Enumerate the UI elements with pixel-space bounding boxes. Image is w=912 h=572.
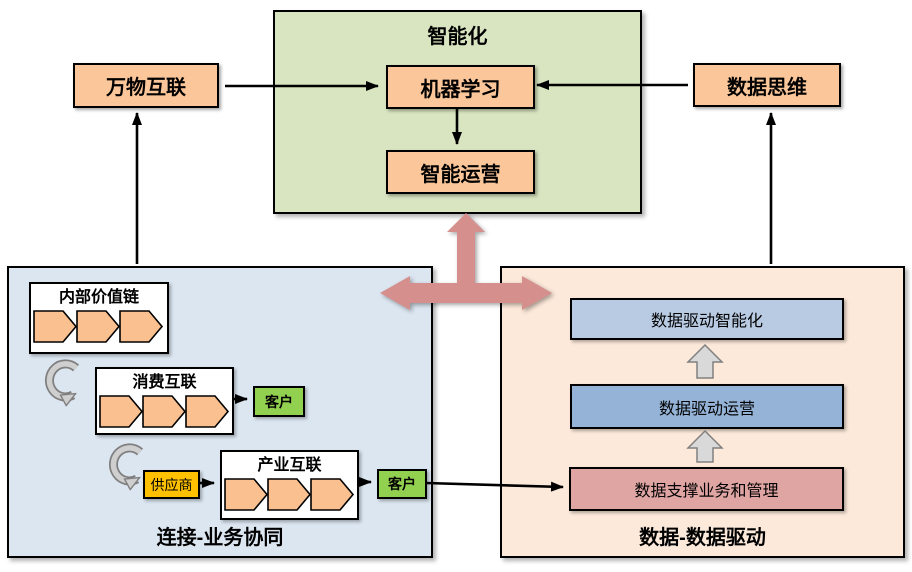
internal-value-chain-box: 内部价值链 xyxy=(29,282,169,354)
intelligence-title: 智能化 xyxy=(427,26,488,48)
internal-value-chain-title: 内部价值链 xyxy=(58,289,139,306)
connection-panel-label: 连接-业务协同 xyxy=(156,527,284,549)
industrial-internet-title: 产业互联 xyxy=(257,457,322,474)
supplier-box: 供应商 xyxy=(143,470,200,499)
data-thinking-box: 数据思维 xyxy=(693,63,841,107)
consumer-internet-box: 消费互联 xyxy=(95,367,234,435)
customer-box-industrial: 客户 xyxy=(377,469,427,499)
smart-operations-box: 智能运营 xyxy=(386,150,535,194)
process-chevrons-icon xyxy=(33,310,164,343)
data-supports-business-box: 数据支撑业务和管理 xyxy=(569,467,844,511)
industrial-internet-box: 产业互联 xyxy=(220,450,359,520)
data-panel-label: 数据-数据驱动 xyxy=(639,527,766,549)
process-chevrons-icon xyxy=(98,395,229,428)
panel-data: 数据驱动智能化 数据驱动运营 数据支撑业务和管理 数据-数据驱动 xyxy=(500,266,905,558)
customer-box-consumer: 客户 xyxy=(253,386,305,417)
machine-learning-box: 机器学习 xyxy=(386,65,535,109)
data-driven-intelligence-box: 数据驱动智能化 xyxy=(570,298,844,340)
panel-intelligence: 智能化 机器学习 智能运营 xyxy=(273,10,642,214)
data-driven-operations-box: 数据驱动运营 xyxy=(570,384,844,429)
iot-box: 万物互联 xyxy=(73,63,219,108)
process-chevrons-icon xyxy=(223,478,354,511)
consumer-internet-title: 消费互联 xyxy=(132,374,197,391)
panel-connection: 内部价值链 消费互联 客户 供应商 产业互联 xyxy=(7,266,433,558)
